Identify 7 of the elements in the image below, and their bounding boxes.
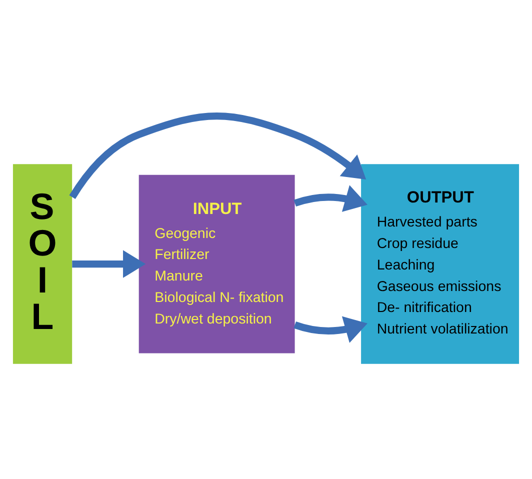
arrow	[72, 250, 146, 278]
node-box: OUTPUT Harvested parts Crop residue Leaching Gaseous emissions De- nitrification Nutrient volatilization	[361, 164, 520, 364]
arrow	[294, 316, 368, 342]
node-box: S O I L	[12, 164, 72, 364]
node-box: INPUT Geogenic Fertilizer Manure Biological N- fixation Dry/wet deposition	[138, 174, 295, 353]
arrow	[294, 184, 368, 212]
arrow	[69, 112, 366, 199]
